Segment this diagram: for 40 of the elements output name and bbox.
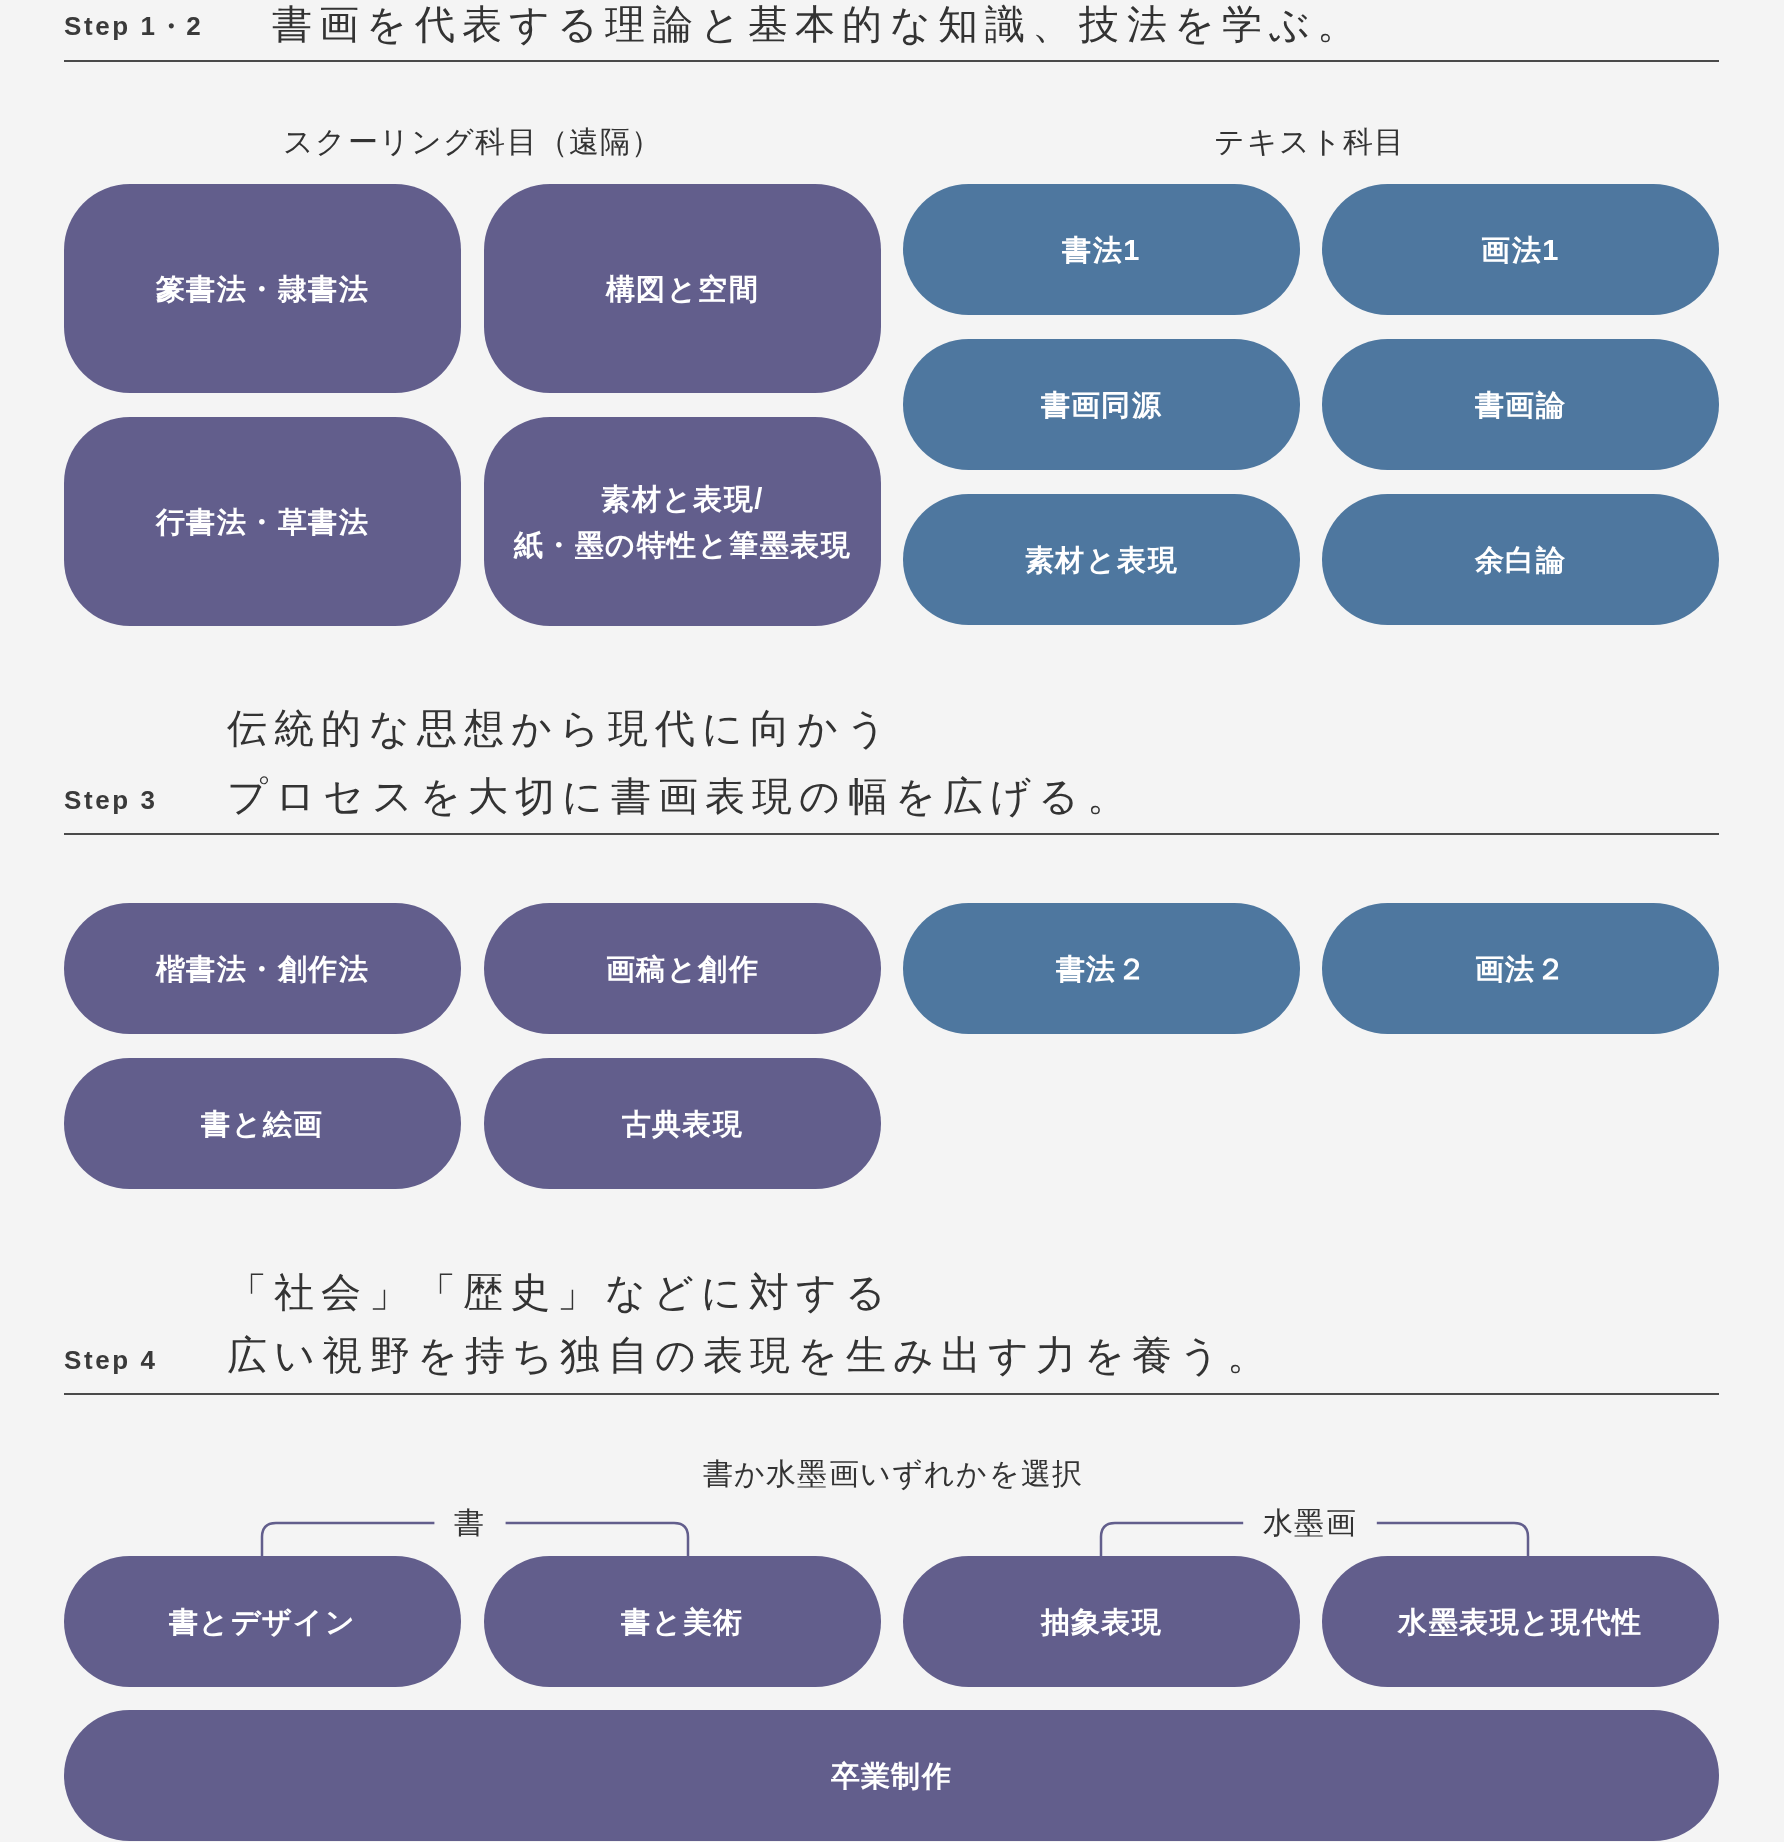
course-title: 書画論: [1474, 387, 1567, 423]
group-label: 水墨画: [1243, 1503, 1377, 1543]
group-label: 書: [434, 1503, 506, 1543]
bracket-connector: [260, 1521, 435, 1556]
column-heading: スクーリング科目（遠隔）: [283, 124, 663, 160]
course-title: 篆書法・隷書法: [155, 271, 370, 307]
column-heading: テキスト科目: [1214, 124, 1406, 160]
course-title: 画法２: [1474, 951, 1567, 987]
course-pill: [484, 184, 881, 393]
course-pill: [64, 184, 461, 393]
course-title: 素材と表現/紙・墨の特性と筆墨表現: [514, 481, 851, 563]
course-title: 書画同源: [1040, 387, 1163, 423]
step-label: Step 1・2: [64, 10, 204, 43]
bracket-connector: [505, 1521, 690, 1556]
course-title: 抽象表現: [1040, 1604, 1163, 1640]
course-title: 書と美術: [621, 1604, 744, 1640]
course-pill: [64, 417, 461, 626]
step-label: Step 4: [64, 1344, 158, 1377]
course-title: 書法1: [1062, 232, 1141, 268]
course-title: 画稿と創作: [605, 951, 760, 987]
section-heading: 「社会」「歴史」などに対する広い視野を持ち独自の表現を生み出す力を養う。: [227, 1268, 1275, 1380]
course-title: 古典表現: [621, 1106, 744, 1142]
course-title: 書法２: [1055, 951, 1148, 987]
course-title: 書と絵画: [201, 1106, 324, 1142]
course-title: 画法1: [1481, 232, 1560, 268]
course-title: 構図と空間: [605, 271, 760, 307]
course-title: 水墨表現と現代性: [1398, 1604, 1643, 1640]
selection-note: 書か水墨画いずれかを選択: [702, 1456, 1084, 1492]
step-label: Step 3: [64, 784, 158, 817]
bracket-connector: [1376, 1521, 1530, 1556]
course-title: 書とデザイン: [168, 1604, 357, 1640]
course-title: 行書法・草書法: [155, 504, 370, 540]
section-heading: 書画を代表する理論と基本的な知識、技法を学ぶ。: [272, 0, 1365, 48]
course-title: 素材と表現: [1024, 542, 1179, 578]
course-title: 卒業制作: [830, 1758, 953, 1794]
course-title: 楷書法・創作法: [155, 951, 370, 987]
course-title: 余白論: [1474, 542, 1567, 578]
bracket-connector: [1099, 1521, 1244, 1556]
course-pill: [484, 417, 881, 626]
section-heading: 伝統的な思想から現代に向かうプロセスを大切に書画表現の幅を広げる。: [227, 704, 1134, 821]
